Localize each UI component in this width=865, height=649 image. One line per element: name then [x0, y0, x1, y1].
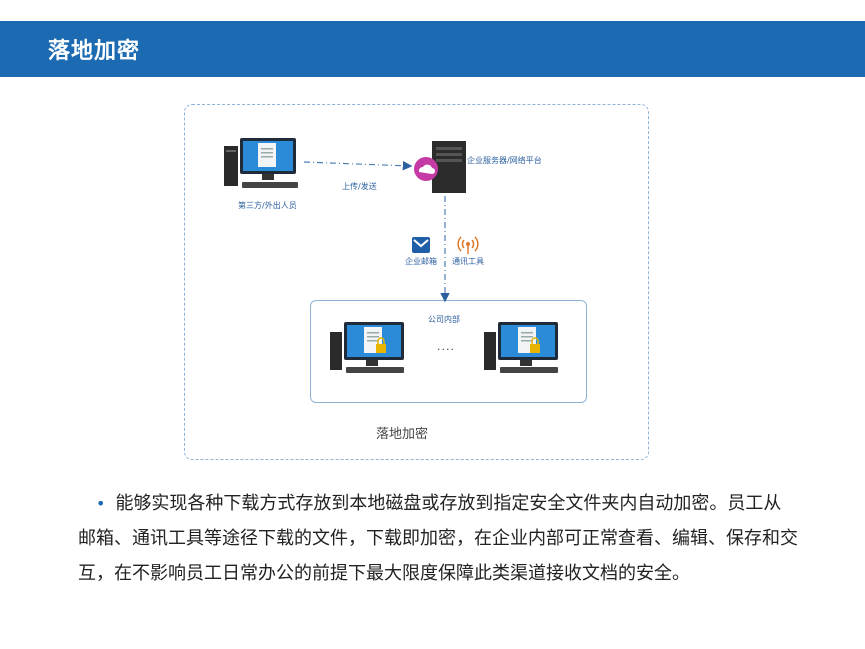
page-title: 落地加密 — [48, 39, 141, 64]
ellipsis: .... — [437, 340, 455, 353]
bullet-icon: • — [96, 494, 106, 513]
diagram-frame — [184, 104, 649, 460]
server-icon — [414, 141, 466, 193]
email-icon — [412, 237, 430, 253]
title-bar: 落地加密 — [0, 21, 865, 77]
third-party-computer-icon — [224, 138, 298, 188]
description-paragraph: •能够实现各种下载方式存放到本地磁盘或存放到指定安全文件夹内自动加密。员工从邮箱… — [78, 486, 798, 591]
signal-icon — [457, 236, 479, 254]
description-text: 能够实现各种下载方式存放到本地磁盘或存放到指定安全文件夹内自动加密。员工从邮箱、… — [78, 493, 798, 584]
internal-label: 公司内部 — [428, 315, 460, 324]
third-party-label: 第三方/外出人员 — [238, 201, 297, 210]
server-label: 企业服务器/网络平台 — [467, 156, 542, 165]
diagram-caption: 落地加密 — [376, 427, 429, 442]
im-label: 通讯工具 — [452, 257, 484, 266]
email-label: 企业邮箱 — [405, 257, 437, 266]
internal-computer-icon — [330, 322, 404, 373]
internal-computer-icon — [484, 322, 558, 373]
upload-label: 上传/发送 — [342, 182, 377, 191]
